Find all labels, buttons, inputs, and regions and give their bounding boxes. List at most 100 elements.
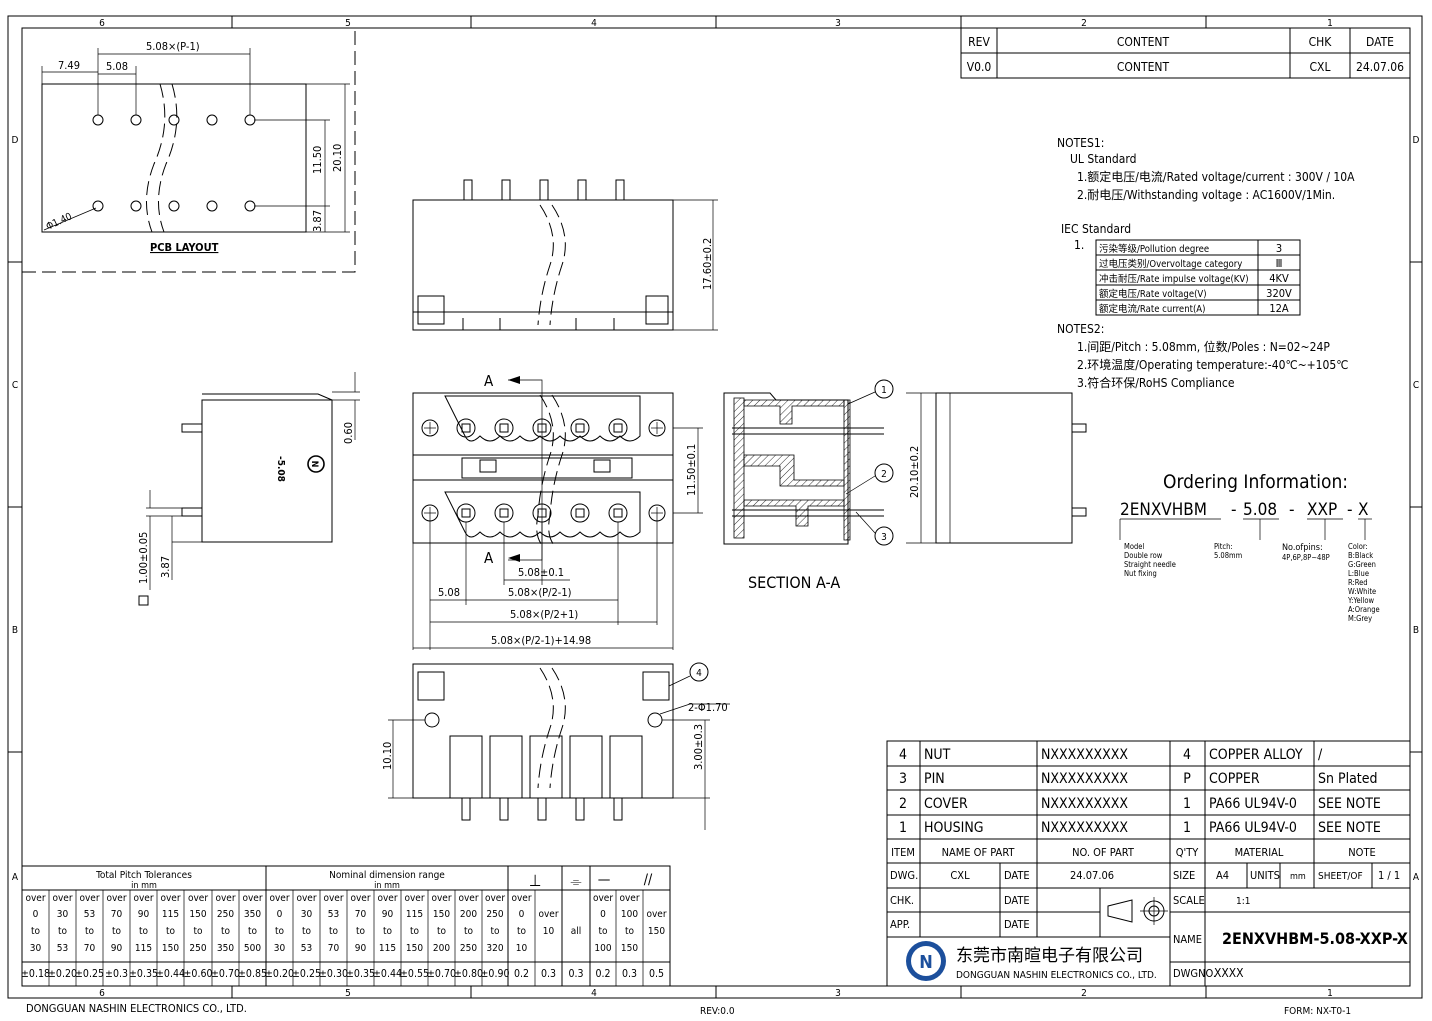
section-label: SECTION A-A [748, 573, 840, 592]
tol-cell: ±0.3 [105, 968, 128, 980]
tol-cell: ±0.55 [400, 968, 429, 980]
row-label-c: C [12, 380, 18, 391]
tol-cell: ±0.70 [211, 968, 240, 980]
balloon-2: 2 [881, 469, 887, 480]
notes2-title: NOTES2: [1057, 322, 1104, 336]
tol-cell: to [356, 926, 366, 937]
tol-cell: 70 [84, 943, 96, 954]
tol-symbol-perpendicular: ⊥ [529, 871, 542, 890]
tb-date-value: 24.07.06 [1070, 869, 1114, 882]
tb-name-value: 2ENXVHBM-5.08-XXP-X [1222, 929, 1408, 948]
tol-pitch-title: Total Pitch Tolerances [95, 870, 192, 881]
footer-rev: REV:0.0 [700, 1006, 735, 1017]
bom-row-4-note: SEE NOTE [1318, 820, 1381, 836]
col-label-6-bottom: 6 [99, 988, 105, 999]
tol-cell: 320 [486, 943, 503, 954]
tol-cell: over [377, 893, 397, 904]
tol-cell: over [133, 893, 153, 904]
notes2-line-2: 2.环境温度/Operating temperature:-40℃~+105℃ [1077, 357, 1348, 372]
tb-chk-label: CHK. [890, 894, 914, 907]
brand-logo-icon [307, 455, 325, 473]
bom-row-2-part: NXXXXXXXXX [1041, 771, 1128, 787]
col-label-1-bottom: 1 [1327, 988, 1333, 999]
tb-size-label: SIZE [1173, 869, 1195, 882]
tol-cell: all [571, 926, 582, 937]
front-dim-row-spacing: 11.50±0.1 [685, 444, 698, 496]
pcb-dim-edge: 7.49 [58, 59, 80, 72]
color-note-3: G:Green [1348, 560, 1376, 569]
right-view-height-dim: 20.10±0.2 [908, 446, 921, 498]
rev-content: CONTENT [1117, 60, 1170, 74]
tol-cell: over [404, 893, 424, 904]
tol-cell: to [490, 926, 500, 937]
iec-row-4-label: 额定电压/Rate voltage(V) [1099, 288, 1207, 300]
tol-cell: 70 [111, 909, 123, 920]
tol-cell: ±0.18 [21, 968, 50, 980]
row-label-d: D [12, 135, 19, 146]
tol-cell: ±0.60 [184, 968, 213, 980]
tol-cell: to [221, 926, 231, 937]
tb-app-label: APP. [890, 918, 910, 931]
bottom-dim-holes: 2-Φ1.70 [688, 701, 728, 714]
bom-row-1-qty: 4 [1183, 747, 1191, 763]
tol-cell: 10 [516, 943, 528, 954]
tol-cell: 250 [486, 909, 503, 920]
tol-cell: over [458, 893, 478, 904]
iec-number: 1. [1074, 238, 1084, 252]
company-name-en: DONGGUAN NASHIN ELECTRONICS CO., LTD. [956, 970, 1157, 981]
tol-symbol-parallel: // [644, 872, 653, 888]
tol-cell: ±0.90 [481, 968, 510, 980]
iec-row-5-label: 额定电流/Rate current(A) [1099, 303, 1205, 315]
tol-cell: over [431, 893, 451, 904]
bom-row-1-note: / [1318, 747, 1323, 763]
tol-cell: 10 [543, 926, 555, 937]
tol-cell: over [52, 893, 72, 904]
pcb-dim-hole: Φ1.40 [45, 211, 74, 233]
iec-row-2-value: Ⅲ [1276, 257, 1283, 270]
order-code-pins: XXP [1307, 500, 1337, 520]
iec-table: 污染等级/Pollution degree 过电压类别/Overvoltage … [1095, 239, 1301, 316]
tb-date-label: DATE [1004, 869, 1030, 882]
tol-cell: 0.3 [622, 968, 637, 980]
tol-symbol-straightness: — [598, 872, 611, 888]
order-code-dash-2: - [1289, 500, 1295, 520]
tol-cell: 70 [355, 909, 367, 920]
tol-cell: 350 [217, 943, 234, 954]
tol-cell: 150 [189, 909, 206, 920]
rev-header-chk: CHK [1309, 35, 1333, 49]
tb-chk-date-label: DATE [1004, 894, 1030, 907]
tol-cell: 150 [406, 943, 423, 954]
tol-cell: over [646, 909, 666, 920]
iec-row-1-label: 污染等级/Pollution degree [1099, 243, 1209, 255]
tol-cell: to [166, 926, 176, 937]
order-code-dash-3: - [1347, 500, 1353, 520]
front-dim-pitch-half: 5.08×(P/2-1) [508, 586, 572, 599]
bom-header-qty: Q'TY [1176, 846, 1200, 859]
tol-cell: to [464, 926, 474, 937]
col-label-6: 6 [99, 18, 105, 29]
tol-cell: to [437, 926, 447, 937]
tol-cell: ±0.80 [454, 968, 483, 980]
tol-cell: ±0.25 [75, 968, 104, 980]
tb-dwg-value: CXL [950, 869, 970, 882]
tol-cell: 30 [57, 909, 69, 920]
order-code-dash-1: - [1231, 500, 1237, 520]
pins-note-2: 4P,6P,8P~48P [1282, 553, 1330, 562]
pcb-dim-offset: 3.87 [311, 210, 324, 232]
order-code-model: 2ENXVHBM [1120, 500, 1207, 520]
tol-cell: over [619, 893, 639, 904]
notes-block: NOTES1: UL Standard 1.额定电压/电流/Rated volt… [1057, 136, 1355, 390]
front-view: A A 11.50±0.1 5.08±0.1 5.08×(P/2-1) 5.08… [412, 372, 703, 650]
side-dim-0.60: 0.60 [342, 422, 355, 444]
tol-cell: to [329, 926, 339, 937]
bom-row-3-qty: 1 [1183, 796, 1191, 812]
tol-cell: 30 [301, 909, 313, 920]
tol-symbol-symmetry: ⌯ [570, 874, 581, 890]
tol-cell: to [275, 926, 285, 937]
pitch-note-1: Pitch: [1214, 542, 1233, 551]
bom-row-1-part: NXXXXXXXXX [1041, 747, 1128, 763]
tol-cell: 0.2 [514, 968, 529, 980]
tol-cell: over [188, 893, 208, 904]
tb-dwgno-value: XXXX [1214, 966, 1244, 980]
pcb-layout-title: PCB LAYOUT [150, 241, 219, 254]
